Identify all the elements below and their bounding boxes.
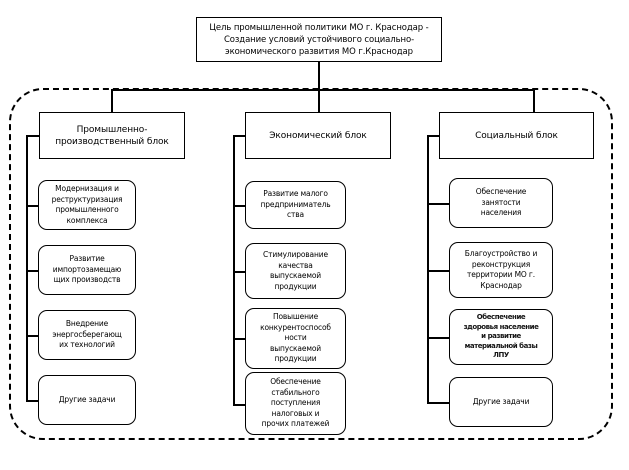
stem-task-1-1 bbox=[26, 205, 40, 207]
column-header-1: Промышленно- производственный блок bbox=[39, 112, 185, 159]
task-text-2-2: Стимулирование качества выпускаемой прод… bbox=[263, 250, 328, 291]
task-box-2-3: Повышение конкурентоспособ ности выпуска… bbox=[245, 308, 346, 369]
stem-task-1-2 bbox=[26, 270, 40, 272]
task-box-3-1: Обеспечение занятости населения bbox=[449, 178, 553, 228]
task-box-1-2: Развитие импортозамещаю щих производств bbox=[38, 245, 136, 295]
task-text-1-4: Другие задачи bbox=[58, 394, 116, 404]
trunk-connector bbox=[318, 62, 320, 90]
distribution-bar bbox=[111, 89, 534, 91]
task-box-3-3: Обеспечение здоровья население и развити… bbox=[449, 309, 553, 365]
task-text-3-4: Другие задачи bbox=[472, 396, 530, 406]
column-header-1-text: Промышленно- производственный блок bbox=[55, 124, 169, 147]
task-box-2-2: Стимулирование качества выпускаемой прод… bbox=[245, 243, 346, 299]
stem-task-3-3 bbox=[427, 337, 450, 339]
column-header-3: Социальный блок bbox=[439, 112, 594, 159]
task-box-3-4: Другие задачи bbox=[449, 377, 553, 427]
task-text-1-2: Развитие импортозамещаю щих производств bbox=[52, 254, 122, 285]
task-text-3-3: Обеспечение здоровья население и развити… bbox=[463, 313, 539, 360]
task-text-3-1: Обеспечение занятости населения bbox=[475, 187, 527, 218]
column-header-2-text: Экономический блок bbox=[269, 130, 367, 141]
spine-stem-header-1 bbox=[26, 135, 40, 137]
spine-stem-header-3 bbox=[427, 135, 440, 137]
drop-connector-column-1 bbox=[111, 89, 113, 113]
column-header-2: Экономический блок bbox=[245, 112, 391, 159]
goal-box: Цель промышленной политики МО г. Краснод… bbox=[196, 17, 442, 62]
task-box-1-1: Модернизация и реструктуризация промышле… bbox=[38, 180, 136, 230]
stem-task-1-3 bbox=[26, 335, 40, 337]
task-text-3-2: Благоустройство и реконструкция территор… bbox=[464, 249, 538, 290]
stem-task-2-2 bbox=[233, 271, 246, 273]
stem-task-2-4 bbox=[233, 404, 246, 406]
stem-task-2-1 bbox=[233, 205, 246, 207]
goal-text: Цель промышленной политики МО г. Краснод… bbox=[209, 22, 429, 57]
drop-connector-column-2 bbox=[318, 89, 320, 113]
spine-column-2 bbox=[233, 135, 235, 405]
stem-task-1-4 bbox=[26, 400, 40, 402]
task-text-1-1: Модернизация и реструктуризация промышле… bbox=[51, 184, 123, 225]
task-text-2-3: Повышение конкурентоспособ ности выпуска… bbox=[260, 312, 331, 364]
task-box-2-1: Развитие малого предприниматель ства bbox=[245, 181, 346, 229]
spine-stem-header-2 bbox=[233, 135, 246, 137]
drop-connector-column-3 bbox=[533, 89, 535, 113]
spine-column-3 bbox=[427, 135, 429, 403]
task-box-1-4: Другие задачи bbox=[38, 375, 136, 425]
stem-task-3-2 bbox=[427, 270, 450, 272]
task-text-2-1: Развитие малого предприниматель ства bbox=[260, 189, 331, 220]
column-header-3-text: Социальный блок bbox=[475, 130, 558, 141]
task-text-2-4: Обеспечение стабильного поступления нало… bbox=[261, 377, 330, 429]
task-box-1-3: Внедрение энергосберегающ их технологий bbox=[38, 310, 136, 360]
task-text-1-3: Внедрение энергосберегающ их технологий bbox=[52, 319, 122, 350]
task-box-2-4: Обеспечение стабильного поступления нало… bbox=[245, 372, 346, 435]
spine-column-1 bbox=[26, 135, 28, 400]
stem-task-2-3 bbox=[233, 338, 246, 340]
task-box-3-2: Благоустройство и реконструкция территор… bbox=[449, 242, 553, 298]
stem-task-3-4 bbox=[427, 402, 450, 404]
stem-task-3-1 bbox=[427, 203, 450, 205]
